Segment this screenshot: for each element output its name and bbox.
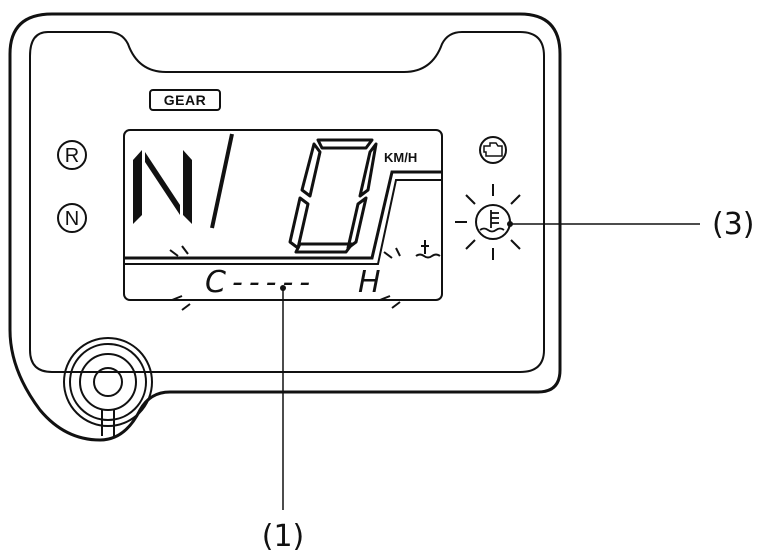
callout-3-label: (3) — [712, 207, 755, 242]
callout-1-label: (1) — [262, 519, 305, 554]
speed-display: 0 — [0, 0, 1, 1]
outer-housing — [8, 12, 562, 442]
temp-gauge-segments: ----- — [232, 265, 316, 300]
gear-label-box — [149, 89, 221, 111]
blink-marks-gauge — [169, 245, 401, 311]
gear-speed-divider — [210, 133, 234, 229]
coolant-blink-rays — [455, 184, 521, 260]
speed-unit: KM/H — [384, 150, 417, 165]
temp-gauge-cold-label: C — [205, 265, 226, 300]
engine-check-icon — [483, 142, 503, 157]
lcd-lower-separator — [124, 179, 442, 265]
neutral-indicator: N — [65, 208, 79, 230]
temp-gauge-hot-label: H — [358, 265, 381, 300]
inner-panel — [29, 31, 545, 373]
coolant-temp-icon — [479, 210, 505, 233]
coolant-temp-ring — [475, 204, 511, 240]
reverse-indicator-ring — [57, 140, 87, 170]
speed-display-digit — [288, 138, 378, 254]
engine-check-ring — [479, 136, 507, 164]
gear-display-n — [133, 150, 192, 224]
ignition-key-icon — [63, 337, 153, 436]
gear-label: GEAR — [164, 92, 206, 108]
reverse-indicator: R — [65, 145, 79, 167]
neutral-indicator-ring — [57, 203, 87, 233]
lcd-upper-separator — [124, 170, 442, 260]
gear-display: N — [0, 0, 1, 1]
coolant-level-icon — [415, 240, 441, 259]
